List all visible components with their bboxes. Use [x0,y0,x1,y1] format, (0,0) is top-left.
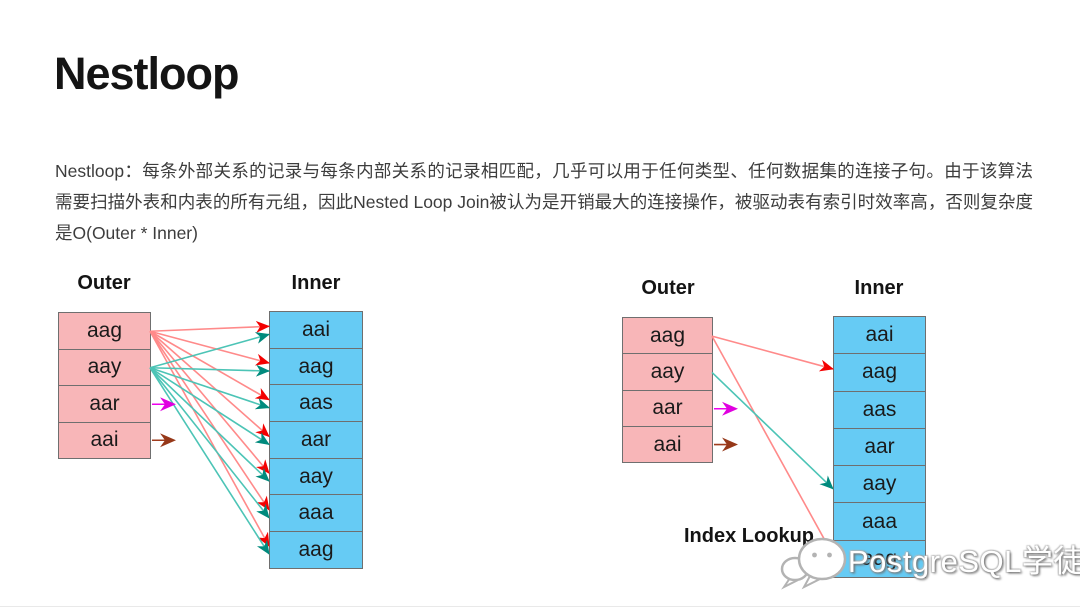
inner-row: aag [834,354,925,392]
inner-column-header: Inner [854,277,904,299]
outer-table: aag aay aar aai [622,317,713,464]
wechat-icon [780,537,847,590]
outer-row: aar [59,386,150,423]
description: Nestloop：每条外部关系的记录与每条内部关系的记录相匹配，几乎可以用于任何… [55,161,1033,243]
watermark-text: PostgreSQL学徒 [848,543,1080,579]
outer-table: aag aay aar aai [58,312,151,459]
inner-row: aag [834,540,925,578]
inner-table: aai aag aas aar aay aaa aag [833,316,926,579]
inner-row: aaa [270,495,362,533]
inner-row: aas [834,391,925,429]
watermark: PostgreSQL学徒 [780,526,1080,590]
outer-row: aai [623,426,712,463]
inner-row: aar [270,422,362,459]
inner-table: aai aag aas aar aay aaa aag [269,311,363,569]
outer-row: aai [59,422,150,458]
outer-row: aar [623,390,712,427]
outer-row: aay [623,354,712,391]
inner-row: aai [270,312,362,349]
inner-row: aai [834,317,925,355]
outer-row: aay [59,349,150,386]
inner-row: aaa [834,503,925,541]
inner-row: aay [270,458,362,496]
inner-row: aag [270,348,362,386]
inner-row: aas [270,385,362,423]
inner-column-header: Inner [291,272,341,294]
inner-row: aag [270,532,362,568]
page-title: Nestloop [54,48,240,99]
inner-row: aay [834,466,925,504]
outer-column-header: Outer [77,272,131,294]
outer-row: aag [59,313,150,350]
inner-row: aar [834,428,925,467]
outer-row: aag [623,318,712,355]
outer-column-header: Outer [641,277,695,299]
